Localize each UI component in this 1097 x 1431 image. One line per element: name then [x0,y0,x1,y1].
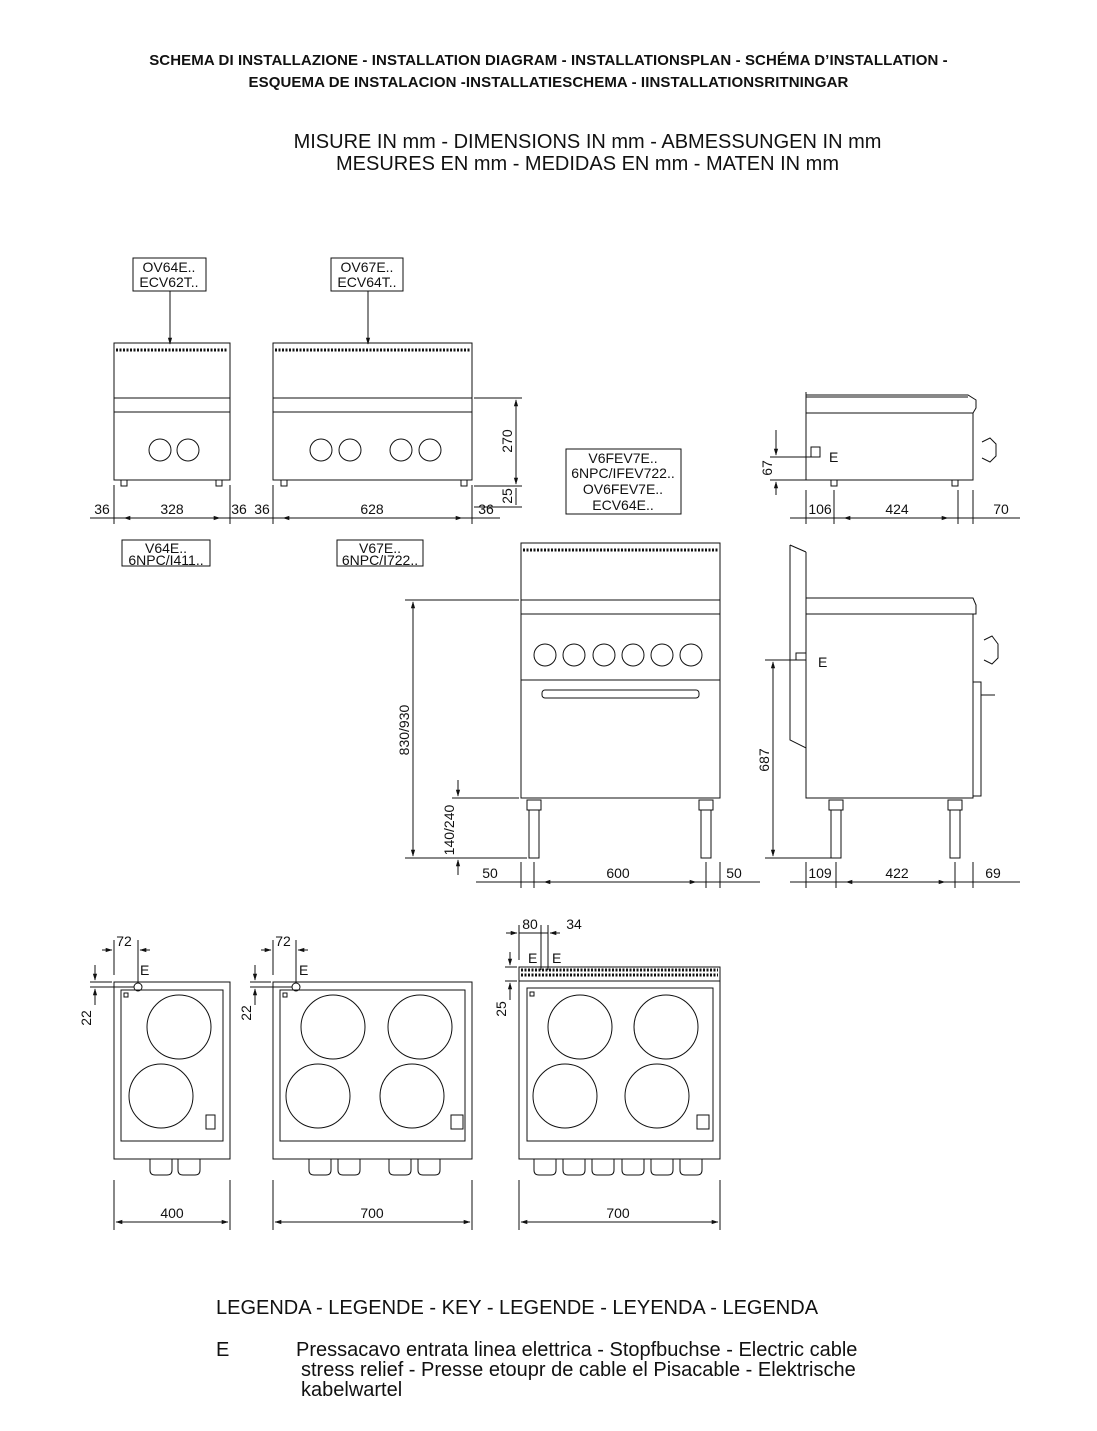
model-oven-4: ECV64E.. [592,497,653,513]
marker-e-top-400: E [140,962,149,978]
top-view-700 [250,940,473,1230]
model-bottom-small-1: V64E.. [145,540,187,556]
model-bottom-small-2: 6NPC/I411.. [128,552,203,568]
dim-row-front [90,485,500,524]
dim-422: 422 [885,865,909,881]
top-view-700-oven [505,925,721,1230]
model-box-bottom-small [121,539,211,567]
dim-830-930: 830/930 [396,704,412,755]
dim-36-b: 36 [231,501,247,517]
oven-side-view [765,544,1020,888]
dim-36-a: 36 [94,501,110,517]
dim-400: 400 [160,1205,184,1221]
dim-109: 109 [808,865,832,881]
dim-106: 106 [808,501,832,517]
legend-key: E [216,1339,230,1361]
front-view-large [272,257,522,567]
model-oven-2: 6NPC/IFEV722.. [571,465,675,481]
dim-67: 67 [759,460,775,476]
dim-34: 34 [566,916,582,932]
model-top-large-2: ECV64T.. [337,274,396,290]
model-top-small-1: OV64E.. [143,259,196,275]
model-bottom-large-2: 6NPC/I722.. [342,552,418,568]
dim-69: 69 [985,865,1001,881]
marker-e-oven-top-1: E [528,950,537,966]
dim-600: 600 [606,865,630,881]
dim-36-c: 36 [254,501,270,517]
dim-328: 328 [160,501,184,517]
model-top-large-1: OV67E.. [341,259,394,275]
marker-e-side: E [829,449,838,465]
dim-628: 628 [360,501,384,517]
model-oven-3: OV6FEV7E.. [583,481,663,497]
dim-72-b: 72 [275,933,291,949]
side-view-small [770,392,1020,524]
dim-424: 424 [885,501,909,517]
dim-50-b: 50 [726,865,742,881]
dim-687: 687 [756,748,772,772]
dim-70: 70 [993,501,1009,517]
model-bottom-large-1: V67E.. [359,540,401,556]
subtitle-line-2: MESURES EN mm - MEDIDAS EN mm - MATEN IN… [336,153,839,175]
dim-25: 25 [499,488,515,504]
header-line-1: SCHEMA DI INSTALLAZIONE - INSTALLATION D… [149,52,948,69]
legend-line-2: stress relief - Presse etoupr de cable e… [301,1359,856,1381]
dim-72-a: 72 [116,933,132,949]
marker-e-top-700: E [299,962,308,978]
dim-50-a: 50 [482,865,498,881]
front-view-small [113,257,231,567]
header-line-2: ESQUEMA DE INSTALACION -INSTALLATIESCHEM… [248,74,849,91]
marker-e-oven-top-2: E [552,950,561,966]
dim-22-b: 22 [238,1005,254,1021]
subtitle-line-1: MISURE IN mm - DIMENSIONS IN mm - ABMESS… [293,131,882,153]
legend-line-3: kabelwartel [301,1379,403,1401]
dim-140-240: 140/240 [441,804,457,855]
dim-25-b: 25 [493,1001,509,1017]
legend-line-1: Pressacavo entrata linea elettrica - Sto… [296,1339,858,1361]
model-oven-1: V6FEV7E.. [588,450,657,466]
dim-700-b: 700 [606,1205,630,1221]
dim-36-d: 36 [478,501,494,517]
legend-title: LEGENDA - LEGENDE - KEY - LEGENDE - LEYE… [216,1297,819,1319]
marker-e-oven-side: E [818,654,827,670]
model-box-oven [565,448,682,515]
model-box-top-large [330,257,404,292]
dim-80: 80 [522,916,538,932]
dim-700-a: 700 [360,1205,384,1221]
dim-22-a: 22 [78,1010,94,1026]
oven-front-view [405,542,760,888]
top-view-400 [90,940,231,1230]
model-top-small-2: ECV62T.. [139,274,198,290]
dim-270: 270 [499,429,515,453]
model-box-bottom-large [336,539,424,567]
